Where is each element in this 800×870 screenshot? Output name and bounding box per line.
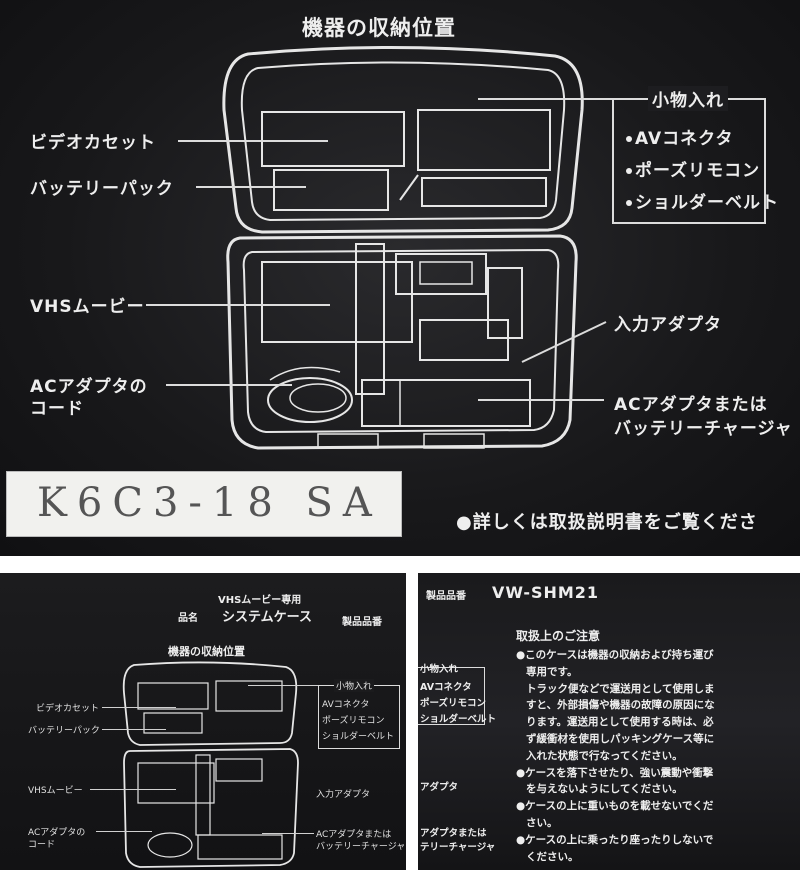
label-ac-charger-line2: バッテリーチャージャ [614, 419, 793, 439]
br-accessory-item-belt: ショルダーベルト [420, 714, 497, 725]
photo-top-case-label: 機器の収納位置 [0, 0, 800, 556]
bl-accessory-item-remote: ポーズリモコン [322, 716, 385, 726]
br-accessory-bracket [418, 667, 485, 725]
br-accessory-item-remote: ポーズリモコン [420, 698, 487, 709]
bl-accessory-item-belt: ショルダーベルト [322, 732, 395, 742]
label-battery-pack: バッテリーパック [30, 179, 174, 199]
photo-bottom-left-label: VHSムービー専用 品名 システムケース 製品品番 機器の収納位置 ビデオカセッ… [0, 573, 406, 870]
top-title: 機器の収納位置 [302, 16, 456, 40]
leader-line [96, 831, 152, 832]
br-product-no-value: VW-SHM21 [492, 583, 600, 602]
name-label: 品名 [178, 613, 198, 624]
bl-accessory-heading: 小物入れ [334, 679, 375, 692]
photo-bottom-right-label: 製品品番 VW-SHM21 小物入れ AVコネクタ ポーズリモコン ショルダーベ… [418, 573, 800, 870]
subtitle-vhs-movie-only: VHSムービー専用 [218, 595, 302, 606]
case-diagram-illustration-small [122, 661, 299, 868]
br-accessory-item-av: AVコネクタ [420, 682, 472, 693]
model-code-text: K6C3-18 SA [37, 480, 382, 526]
leader-line [146, 304, 330, 306]
caution-line: ください。 [526, 850, 579, 863]
leader-line [102, 729, 166, 730]
bl-label-ac-cord-line2: コード [28, 840, 56, 850]
leader-line [478, 98, 614, 100]
model-code-stamp: K6C3-18 SA [6, 471, 402, 537]
bl-label-ac-cord-line1: ACアダプタの [28, 828, 86, 838]
bl-label-ac-charger-line1: ACアダプタまたは [316, 830, 392, 840]
caution-line: ●ケースを落下させたり、強い震動や衝撃 [516, 766, 714, 779]
case-diagram-illustration [222, 45, 584, 450]
leader-line [166, 384, 292, 386]
leader-line [102, 707, 176, 708]
bl-label-vhs-movie: VHSムービー [28, 786, 83, 796]
bl-label-input-adapter: 入力アダプタ [316, 790, 371, 800]
accessory-item-av-connector: AVコネクタ [626, 124, 733, 149]
caution-line: を与えないようにしてください。 [526, 783, 683, 796]
label-vhs-movie: VHSムービー [30, 297, 145, 317]
bullet-icon [626, 168, 632, 174]
label-video-cassette: ビデオカセット [30, 133, 156, 153]
bl-label-video-cassette: ビデオカセット [36, 704, 100, 714]
bullet-icon [626, 136, 632, 142]
br-product-no-label: 製品品番 [426, 591, 466, 602]
bl-label-ac-charger-line2: バッテリーチャージャ [316, 842, 406, 852]
caution-line: ●このケースは機器の収納および持ち運び [516, 649, 714, 661]
accessory-heading: 小物入れ [648, 86, 728, 111]
leader-line [90, 789, 176, 790]
caution-line: さい。 [526, 817, 558, 829]
product-no-label: 製品品番 [342, 617, 382, 628]
br-accessory-heading: 小物入れ [420, 664, 459, 675]
name-value: システムケース [222, 610, 312, 625]
label-ac-cord-line1: ACアダプタの [30, 377, 148, 397]
accessory-item-pause-remote: ポーズリモコン [626, 156, 760, 181]
caution-line: ず緩衝材を使用しパッキングケース等に [526, 733, 715, 745]
leader-line [178, 140, 328, 142]
br-label-ac-line1: アダプタまたは [420, 828, 487, 839]
caution-line: 専用です。 [526, 665, 578, 678]
caution-line: すと、外部損傷や機器の故障の原因にな [526, 699, 715, 712]
label-ac-charger-line1: ACアダプタまたは [614, 395, 768, 415]
leader-line [196, 186, 306, 188]
bl-accessory-item-av: AVコネクタ [322, 700, 370, 710]
note-see-manual: ●詳しくは取扱説明書をご覧くださ [456, 512, 758, 533]
bl-title: 機器の収納位置 [168, 645, 245, 658]
caution-line: ります。運送用として使用する時は、必 [526, 716, 714, 729]
caution-heading: 取扱上のご注意 [516, 629, 601, 643]
leader-line [248, 685, 318, 686]
accessory-item-shoulder-belt: ショルダーベルト [626, 188, 779, 213]
caution-line: トラック便などで運送用として使用しま [526, 682, 715, 695]
leader-line [478, 321, 607, 401]
label-ac-cord-line2: コード [30, 399, 84, 419]
bl-label-battery-pack: バッテリーパック [28, 726, 100, 736]
caution-line: ●ケースの上に乗ったり座ったりしないで [516, 833, 714, 846]
leader-line [262, 833, 314, 834]
br-label-adapter: アダプタ [420, 782, 459, 793]
label-input-adapter: 入力アダプタ [614, 315, 722, 335]
bullet-icon [626, 200, 632, 206]
caution-line: 入れた状態で行なってください。 [526, 749, 683, 762]
caution-line: ●ケースの上に重いものを載せないでくだ [516, 800, 714, 813]
br-label-ac-line2: テリーチャージャ [420, 842, 496, 853]
